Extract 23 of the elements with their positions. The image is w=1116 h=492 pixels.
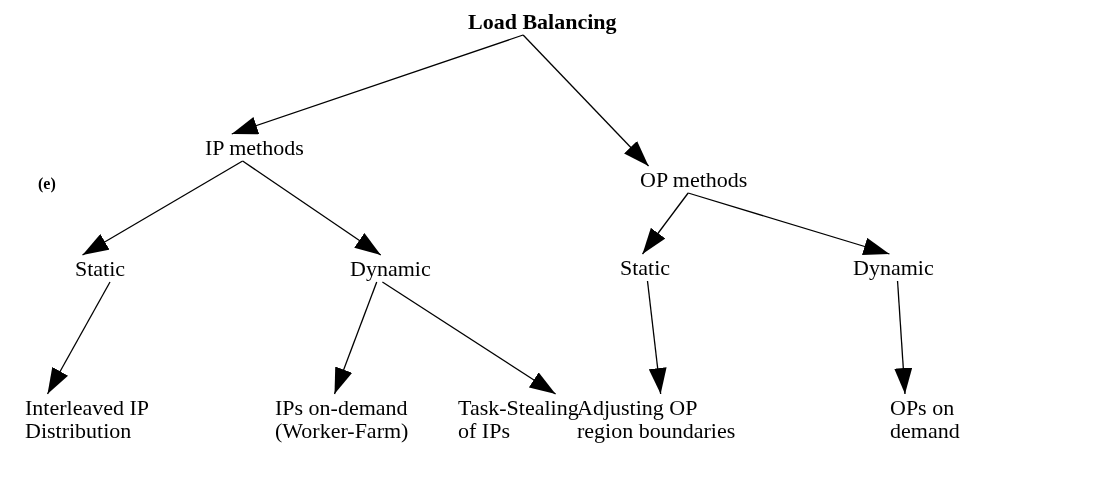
arrow [894, 280, 913, 395]
arrow [687, 192, 891, 256]
arrow [241, 160, 382, 256]
arrow [46, 281, 111, 395]
arrow [231, 34, 524, 135]
node-label: Static [620, 256, 671, 280]
node-label: Static [75, 257, 126, 281]
arrow [522, 34, 650, 167]
arrow [381, 281, 557, 395]
node-label: OPs on demand [890, 396, 990, 443]
arrow [641, 192, 689, 255]
node-label: Interleaved IP Distribution [25, 396, 175, 443]
node-label: IPs on-demand (Worker-Farm) [275, 396, 445, 443]
arrow [81, 160, 244, 256]
node-label: Load Balancing [468, 10, 617, 34]
node-label: IP methods [205, 136, 304, 160]
node-label: Adjusting OP region boundaries [577, 396, 755, 443]
node-label: Dynamic [350, 257, 431, 281]
panel-label: (e) [38, 175, 56, 193]
arrow [646, 280, 667, 395]
arrow [333, 281, 378, 395]
node-label: Dynamic [853, 256, 934, 280]
node-label: OP methods [640, 168, 748, 192]
